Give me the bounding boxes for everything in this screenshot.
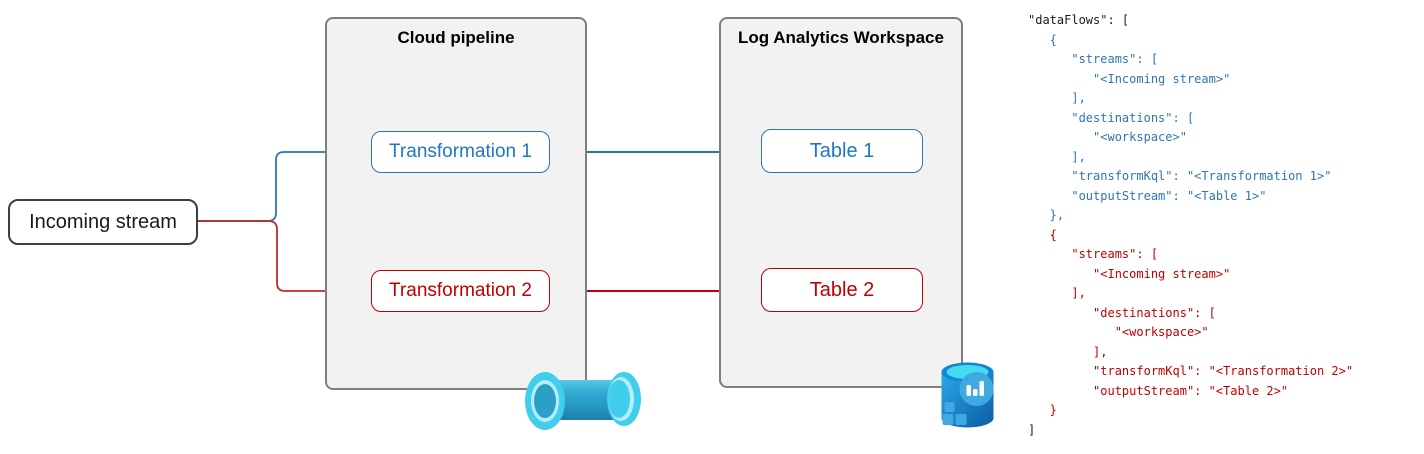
code-line: { xyxy=(1028,32,1057,47)
code-line: "outputStream": "<Table 1>" xyxy=(1028,188,1267,203)
code-line: "<Incoming stream>" xyxy=(1028,71,1231,86)
code-line: "destinations": [ xyxy=(1028,305,1216,320)
code-line: "dataFlows": [ xyxy=(1028,13,1130,27)
code-line: "streams": [ xyxy=(1028,52,1159,66)
code-line: } xyxy=(1028,403,1057,417)
code-line: "<workspace>" xyxy=(1028,130,1187,144)
transformation-2-node: Transformation 2 xyxy=(371,270,550,312)
transformation-2-label: Transformation 2 xyxy=(389,280,532,301)
code-line: "outputStream": "<Table 2>" xyxy=(1028,383,1289,398)
code-line: "<Incoming stream>" xyxy=(1028,266,1231,281)
code-line: "streams": [ xyxy=(1028,247,1159,261)
code-line: { xyxy=(1028,227,1057,242)
transformation-1-label: Transformation 1 xyxy=(389,141,532,162)
code-line: ], xyxy=(1028,149,1086,164)
table-2-node: Table 2 xyxy=(761,268,923,312)
table-2-label: Table 2 xyxy=(809,278,875,301)
incoming-stream-node: Incoming stream xyxy=(8,199,198,245)
log-analytics-workspace-icon xyxy=(941,362,994,428)
log-analytics-workspace-title: Log Analytics Workspace xyxy=(738,28,944,47)
code-block: "dataFlows": [ { "streams": [ "<Incoming… xyxy=(1028,11,1418,440)
table-1-node: Table 1 xyxy=(761,129,923,173)
code-line: "transformKql": "<Transformation 2>" xyxy=(1028,364,1354,378)
transformation-1-node: Transformation 1 xyxy=(371,131,550,173)
code-line: "<workspace>" xyxy=(1028,325,1209,339)
code-line: ], xyxy=(1028,91,1086,105)
code-line: "destinations": [ xyxy=(1028,110,1195,125)
table-1-label: Table 1 xyxy=(809,139,875,162)
incoming-stream-label: Incoming stream xyxy=(29,210,177,233)
pipeline-pipe-icon xyxy=(525,372,641,430)
log-analytics-workspace-container: Log Analytics Workspace xyxy=(719,17,963,388)
cloud-pipeline-title: Cloud pipeline xyxy=(397,28,515,47)
code-line: ], xyxy=(1028,286,1086,300)
code-line: ] xyxy=(1028,422,1036,437)
code-line: ], xyxy=(1028,344,1108,359)
code-line: }, xyxy=(1028,208,1065,222)
cloud-pipeline-container: Cloud pipeline xyxy=(325,17,587,390)
code-line: "transformKql": "<Transformation 1>" xyxy=(1028,169,1332,183)
